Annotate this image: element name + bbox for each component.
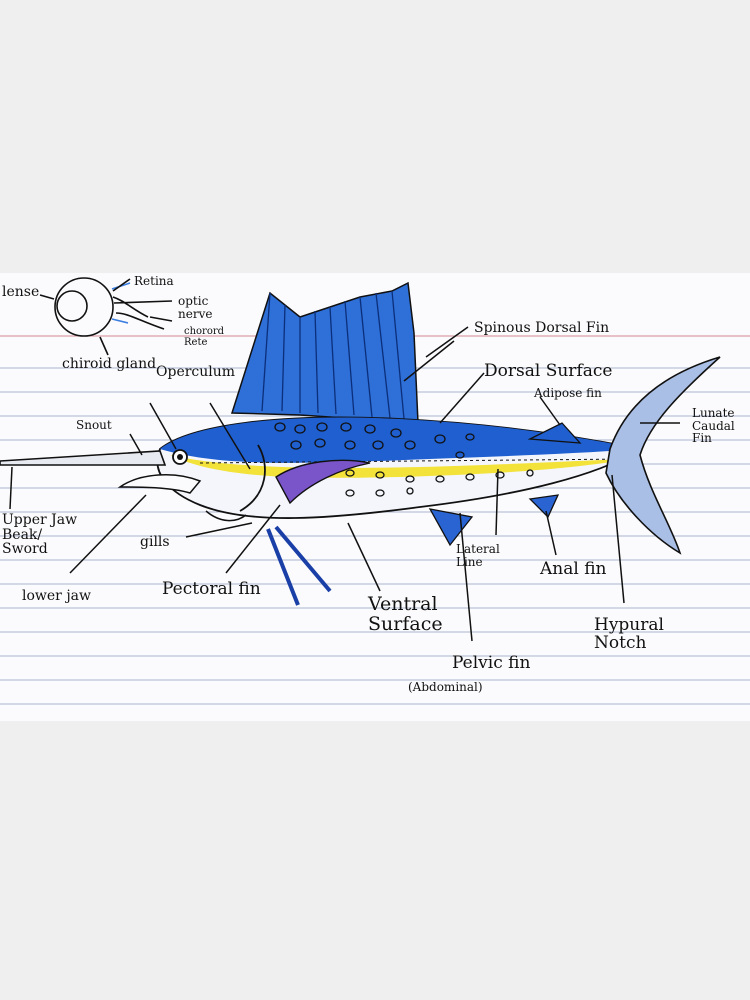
pelvic-fin-shape bbox=[266, 525, 332, 606]
leader-lines bbox=[9, 326, 680, 642]
spinous-dorsal-fin-shape bbox=[230, 281, 419, 424]
label-gills: gills bbox=[140, 534, 170, 550]
label-adipose-fin: Adipose fin bbox=[534, 386, 602, 400]
operculum-outline bbox=[239, 444, 266, 512]
label-snout: Snout bbox=[76, 418, 112, 432]
label-lense: lense bbox=[2, 284, 40, 300]
label-dorsal-surface: Dorsal Surface bbox=[484, 361, 613, 381]
eye-diagram bbox=[39, 277, 173, 356]
label-abdominal: (Abdominal) bbox=[408, 680, 483, 694]
label-chiroid-gland: chiroid gland bbox=[62, 356, 157, 372]
label-lateral-line: Lateral Line bbox=[456, 542, 500, 569]
label-ventral-surface: Ventral Surface bbox=[368, 593, 443, 635]
label-lunate-caudal-fin: Lunate Caudal Fin bbox=[692, 406, 735, 446]
caudal-fin-shape bbox=[605, 356, 721, 555]
pectoral-fin-shape bbox=[275, 459, 371, 505]
label-operculum: Operculum bbox=[156, 364, 236, 380]
label-choroid-rete: chorord Rete bbox=[184, 326, 225, 348]
anal-fin-shape bbox=[428, 508, 474, 547]
label-pelvic-fin: Pelvic fin bbox=[452, 653, 531, 673]
index-card: lense Retina optic nerve chorord Rete ch… bbox=[0, 273, 750, 721]
label-pectoral-fin: Pectoral fin bbox=[162, 579, 261, 599]
label-spinous-dorsal-fin: Spinous Dorsal Fin bbox=[474, 320, 610, 336]
label-upper-jaw: Upper Jaw Beak/ Sword bbox=[2, 512, 78, 558]
bill bbox=[0, 450, 202, 494]
sailfish-drawing bbox=[0, 277, 750, 705]
second-anal-fin-shape bbox=[528, 494, 560, 519]
label-optic-nerve: optic nerve bbox=[178, 294, 213, 321]
body-spots bbox=[274, 422, 534, 497]
label-anal-fin: Anal fin bbox=[540, 559, 607, 579]
label-lower-jaw: lower jaw bbox=[22, 588, 91, 604]
label-hypural-notch: Hypural Notch bbox=[594, 615, 664, 653]
second-dorsal-fin-shape bbox=[527, 422, 582, 444]
label-retina: Retina bbox=[134, 274, 174, 288]
